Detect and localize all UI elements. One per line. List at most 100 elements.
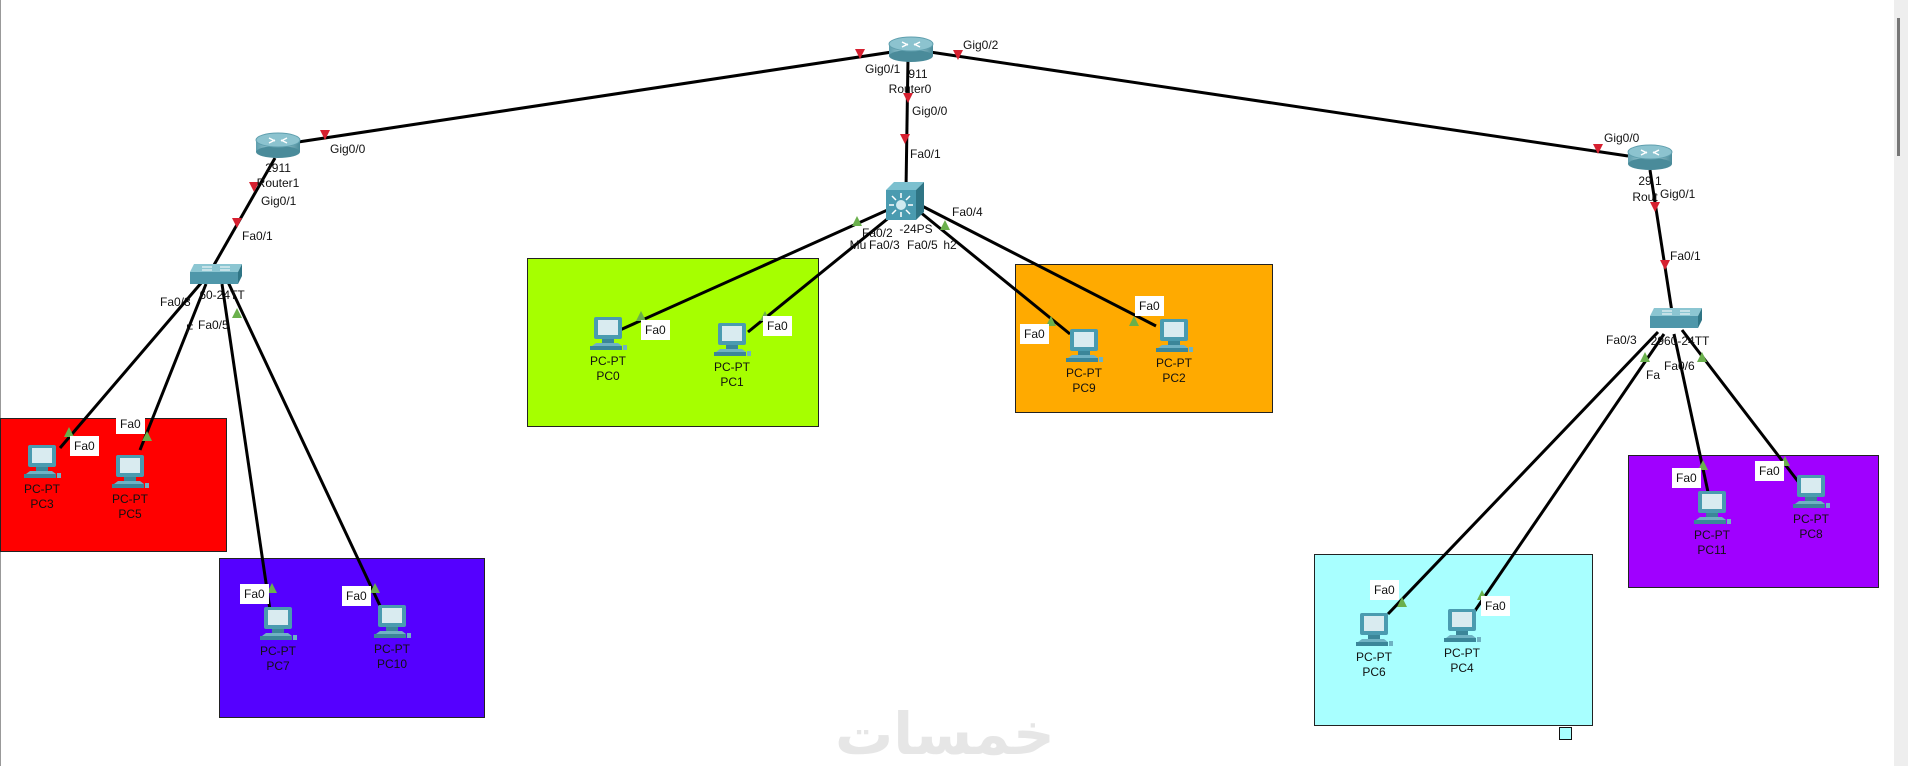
pc-name-label: PC11 xyxy=(1697,543,1727,557)
link-sr-pc6[interactable] xyxy=(1386,330,1660,616)
pc-pc0[interactable] xyxy=(588,316,628,359)
pc-pc5[interactable] xyxy=(110,454,150,497)
port-indicator-r0-gig01 xyxy=(855,49,865,59)
port-indicator-sl-fa05 xyxy=(232,308,242,318)
pc-name-label: PC6 xyxy=(1362,665,1386,679)
switch-icon xyxy=(1650,308,1702,328)
pc-pc4[interactable] xyxy=(1442,608,1482,651)
port-indicator-pc3 xyxy=(64,427,74,437)
pc-pc10[interactable] xyxy=(372,604,412,647)
link-sr-pc4[interactable] xyxy=(1468,333,1666,619)
pc-pc7[interactable] xyxy=(258,606,298,649)
pc-type-label: PC-PT xyxy=(1066,366,1102,380)
port-indicator-ml-fa02 xyxy=(852,216,862,226)
switch-icon xyxy=(190,264,242,284)
multilayer-switch[interactable] xyxy=(886,182,924,225)
area-purple[interactable] xyxy=(1628,455,1879,588)
pc-name-label: PC3 xyxy=(30,497,54,511)
pc-pc6[interactable] xyxy=(1354,612,1394,655)
port-indicator-pc5 xyxy=(142,431,152,441)
vertical-scrollbar[interactable] xyxy=(1894,0,1908,766)
port-indicator-pc2 xyxy=(1129,316,1139,326)
pc-name-label: PC7 xyxy=(266,659,290,673)
router-icon xyxy=(255,132,301,158)
link-ml-pc9[interactable] xyxy=(919,210,1071,336)
pc-pc8[interactable] xyxy=(1791,474,1831,517)
area-green[interactable] xyxy=(527,258,819,427)
pc-name-label: PC1 xyxy=(720,375,744,389)
pc-pc2[interactable] xyxy=(1154,318,1194,361)
port-label-sl-fa01: Fa0/1 xyxy=(242,229,273,243)
pc-name-label: PC2 xyxy=(1162,371,1186,385)
port-indicator-r2-gig00 xyxy=(1593,144,1603,154)
link-router0-multilayer[interactable] xyxy=(904,57,910,191)
link-sl-pc10[interactable] xyxy=(226,281,384,611)
link-router2-switchright[interactable] xyxy=(1648,169,1674,313)
router1-name-label: Router1 xyxy=(256,176,300,190)
port-label-sr-fa03: Fa0/3 xyxy=(1606,333,1637,347)
port-indicator-sr-fa01 xyxy=(1660,260,1670,270)
pc-type-label: PC-PT xyxy=(1444,646,1480,660)
link-sl-pc3[interactable] xyxy=(58,281,204,449)
pc-icon xyxy=(588,316,628,359)
router1[interactable] xyxy=(255,130,301,165)
router0-name-label: Router0 xyxy=(888,82,932,96)
pc-icon xyxy=(712,322,752,365)
link-ml-pc2[interactable] xyxy=(921,204,1157,328)
link-router1-switchleft[interactable] xyxy=(212,157,277,266)
link-sl-pc7[interactable] xyxy=(220,283,272,611)
port-indicator-pc7 xyxy=(267,583,277,593)
port-indicator-r1-gig01 xyxy=(249,182,259,192)
pc-name-label: PC10 xyxy=(376,657,408,671)
port-indicator-sl-fa01 xyxy=(232,218,242,228)
router0[interactable] xyxy=(888,34,934,69)
pc-port-label: Fa0 xyxy=(1672,468,1701,488)
link-sl-pc5[interactable] xyxy=(138,283,208,451)
pc-pc11[interactable] xyxy=(1692,490,1732,533)
port-indicator-sr-fa03 xyxy=(1640,352,1650,362)
pc-pc9[interactable] xyxy=(1064,328,1104,371)
port-indicator-ml-fa04 xyxy=(940,220,950,230)
port-label-r1-gig01: Gig0/1 xyxy=(261,194,297,208)
port-label-ml-fa05: Fa0/5 xyxy=(907,238,938,252)
pc-port-label: Fa0 xyxy=(763,316,792,336)
link-ml-pc0[interactable] xyxy=(619,206,893,332)
port-label-r0-gig00: Gig0/0 xyxy=(912,104,948,118)
pc-icon xyxy=(22,444,62,487)
switch-left[interactable] xyxy=(190,264,242,291)
switch-right[interactable] xyxy=(1650,308,1702,335)
pc-icon xyxy=(1442,608,1482,651)
port-indicator-r0-gig00 xyxy=(903,93,913,103)
port-indicator-r2-gig01 xyxy=(1650,202,1660,212)
router-icon xyxy=(1627,144,1673,170)
area-resize-handle[interactable] xyxy=(1559,727,1572,740)
pc-port-label: Fa0 xyxy=(240,584,269,604)
pc-port-label: Fa0 xyxy=(70,436,99,456)
pc-icon xyxy=(258,606,298,649)
port-indicator-pc0 xyxy=(636,311,646,321)
multilayer-name-partial: Mu xyxy=(849,238,867,252)
link-router0-router1[interactable] xyxy=(284,50,893,146)
pc-type-label: PC-PT xyxy=(374,642,410,656)
port-label-r2-gig01: Gig0/1 xyxy=(1660,187,1696,201)
pc-icon xyxy=(1791,474,1831,517)
pc-pc3[interactable] xyxy=(22,444,62,487)
pc-type-label: PC-PT xyxy=(714,360,750,374)
port-label-sr-fa01: Fa0/1 xyxy=(1670,249,1701,263)
pc-pc1[interactable] xyxy=(712,322,752,365)
link-router0-router2[interactable] xyxy=(929,50,1629,158)
router1-model-label: 2911 xyxy=(265,161,291,175)
pc-name-label: PC0 xyxy=(596,369,620,383)
area-orange[interactable] xyxy=(1015,264,1273,413)
port-label-sl-fa03: Fa0/3 xyxy=(160,295,191,309)
port-label-r1-gig00: Gig0/0 xyxy=(330,142,366,156)
multilayer-switch-icon xyxy=(886,182,924,220)
port-indicator-sr-fa06 xyxy=(1697,352,1707,362)
scrollbar-thumb[interactable] xyxy=(1897,18,1900,156)
link-ml-pc1[interactable] xyxy=(747,210,897,334)
port-indicator-pc10 xyxy=(370,583,380,593)
router2[interactable] xyxy=(1627,142,1673,177)
router-icon xyxy=(888,36,934,62)
